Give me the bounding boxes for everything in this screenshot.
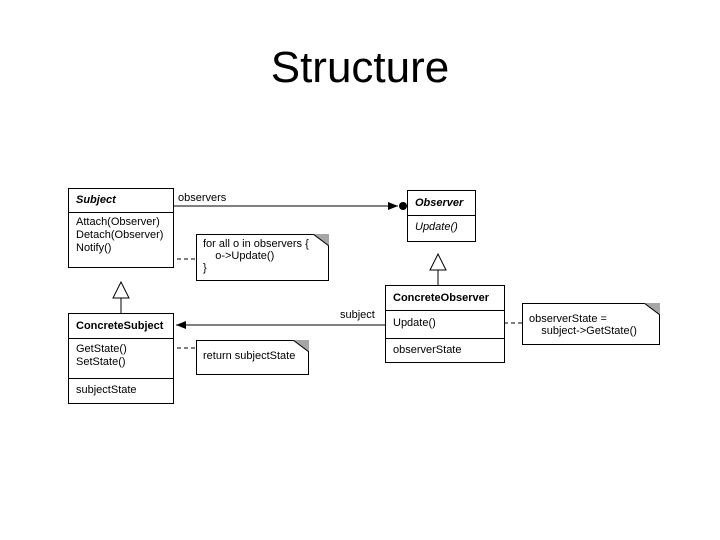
concrete-observer-operation: Update() [393,317,436,329]
update-note-line: observerState = [529,313,607,325]
subject-arrowhead [176,321,186,329]
concrete-subject-class[interactable]: ConcreteSubject GetState() SetState() su… [68,313,174,404]
update-note-line: subject->GetState() [529,325,637,337]
subject-association-label: subject [340,309,375,321]
observers-multiplicity-dot [399,202,407,210]
concrete-subject-attributes: subjectState [69,379,173,400]
concrete-subject-operation: GetState() [76,343,127,355]
concrete-observer-attribute: observerState [393,344,462,356]
notify-note-line: } [203,262,207,274]
note-fold-icon [293,340,309,352]
observer-inheritance-triangle [429,252,447,271]
subject-operation: Detach(Observer) [76,229,164,241]
concrete-subject-operations: GetState() SetState() [69,339,173,379]
notify-note-line: for all o in observers { [203,238,309,250]
note-fold-icon [313,234,329,246]
subject-operation: Attach(Observer) [76,216,160,228]
subject-class-name: Subject [69,189,173,213]
concrete-subject-class-name: ConcreteSubject [69,314,173,339]
concrete-observer-operations: Update() [386,311,504,339]
subject-operations: Attach(Observer) Detach(Observer) Notify… [69,213,173,258]
concrete-subject-attribute: subjectState [76,384,137,396]
concrete-subject-operation: SetState() [76,356,126,368]
getstate-note: return subjectState [196,340,309,375]
concrete-observer-class-name: ConcreteObserver [386,286,504,311]
observers-association-label: observers [178,192,227,204]
observer-class[interactable]: Observer Update() [407,190,476,242]
observer-class-name: Observer [408,191,475,216]
getstate-note-line: return subjectState [203,350,296,362]
notify-note: for all o in observers { o->Update() } [196,234,329,281]
subject-inheritance-triangle [112,280,130,299]
observer-operation: Update() [415,221,458,233]
subject-operation: Notify() [76,242,112,254]
notify-note-line: o->Update() [203,250,275,262]
concrete-observer-attributes: observerState [386,339,504,360]
subject-class[interactable]: Subject Attach(Observer) Detach(Observer… [68,188,174,268]
note-fold-icon [644,303,660,315]
observer-operations: Update() [408,216,475,237]
observers-arrowhead [388,202,398,210]
slide-title: Structure [270,43,450,92]
concrete-observer-class[interactable]: ConcreteObserver Update() observerState [385,285,505,363]
update-note: observerState = subject->GetState() [522,303,660,345]
